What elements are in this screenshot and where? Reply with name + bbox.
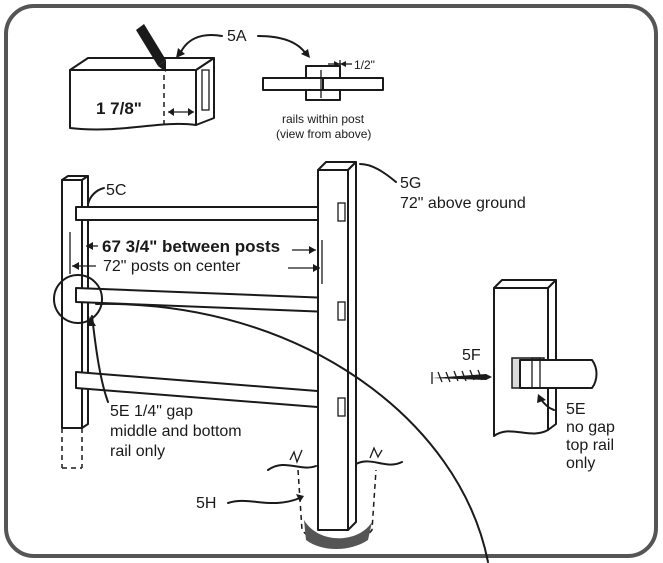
on-center-label: 72" posts on center	[103, 258, 241, 275]
left-post	[61, 175, 89, 469]
detail-callout-circle	[53, 274, 103, 324]
rails-within-post-top-view	[262, 60, 384, 101]
gap-label-line-2: middle and bottom	[110, 423, 242, 440]
detail-callout-arc	[95, 302, 489, 563]
screw-detail	[431, 279, 598, 437]
rails-within-post-label-1: rails within post	[282, 112, 365, 126]
rails-within-post-label-2: (view from above)	[276, 127, 371, 141]
gravel	[304, 520, 372, 549]
between-posts-label: 67 3/4" between posts	[102, 237, 280, 256]
no-gap-label-line-4: only	[566, 455, 595, 472]
right-post	[317, 161, 357, 531]
gap-label-line-3: rail only	[110, 443, 165, 460]
half-inch-label: 1/2"	[354, 58, 375, 72]
step-5h-label: 5H	[196, 495, 216, 512]
no-gap-label-line-2: no gap	[566, 419, 615, 436]
fence-rails	[75, 206, 331, 409]
gap-label-line-1: 5E 1/4" gap	[110, 403, 193, 420]
step-5g-label: 5G	[400, 175, 421, 192]
rail-end-detail	[69, 24, 215, 131]
screw-icon	[432, 374, 492, 380]
no-gap-label-line-1: 5E	[566, 401, 586, 418]
step-5a-label: 5A	[227, 28, 247, 45]
pencil-icon	[136, 24, 166, 66]
rail-depth-label: 1 7/8"	[96, 99, 142, 118]
step-5c-label: 5C	[106, 182, 126, 199]
step-5f-label: 5F	[462, 347, 481, 364]
ground-and-footing	[267, 446, 403, 549]
height-above-ground-label: 72" above ground	[400, 195, 526, 212]
post-spacing-dimensions	[69, 232, 323, 284]
no-gap-label-line-3: top rail	[566, 437, 614, 454]
